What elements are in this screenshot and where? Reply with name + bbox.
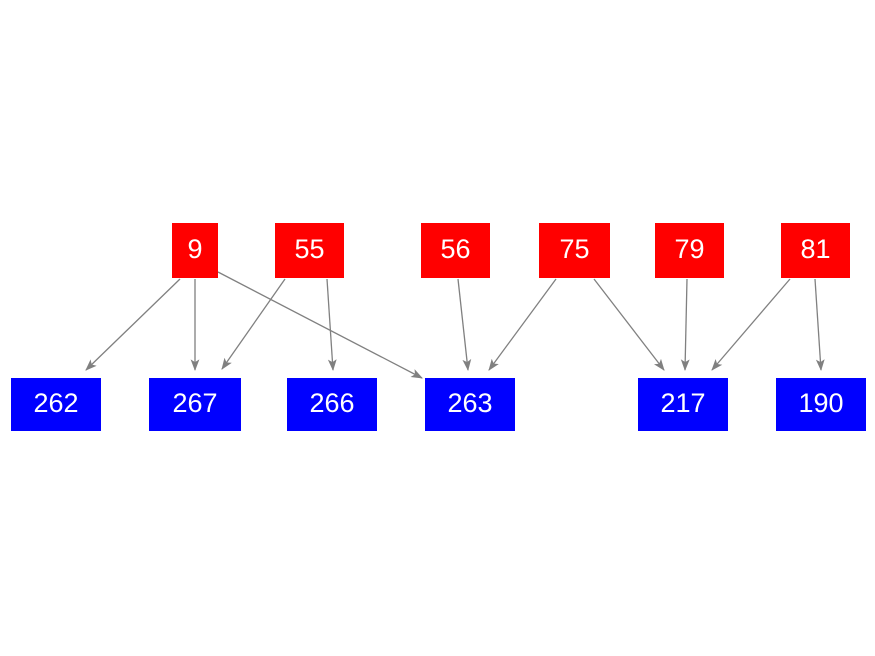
edge-75-to-217 xyxy=(593,278,665,371)
source-node-81[interactable]: 81 xyxy=(781,223,850,278)
edge-group xyxy=(85,271,825,379)
node-label: 267 xyxy=(172,388,218,418)
target-node-266[interactable]: 266 xyxy=(287,378,377,431)
source-node-9[interactable]: 9 xyxy=(172,223,218,278)
target-node-263[interactable]: 263 xyxy=(425,378,515,431)
edge-9-to-263 xyxy=(217,271,423,379)
edge-79-to-217 xyxy=(680,278,690,372)
source-node-55[interactable]: 55 xyxy=(275,223,344,278)
target-node-190[interactable]: 190 xyxy=(776,378,866,431)
edge-81-to-217 xyxy=(711,278,791,371)
target-node-267[interactable]: 267 xyxy=(149,378,241,431)
node-label: 263 xyxy=(447,388,493,418)
node-label: 56 xyxy=(440,234,471,264)
edge-81-to-190 xyxy=(814,278,825,372)
source-node-79[interactable]: 79 xyxy=(655,223,724,278)
source-node-56[interactable]: 56 xyxy=(421,223,490,278)
node-label: 81 xyxy=(800,234,831,264)
edge-9-to-262 xyxy=(85,278,181,371)
edge-56-to-263 xyxy=(457,278,472,372)
node-label: 262 xyxy=(33,388,79,418)
edge-75-to-263 xyxy=(488,278,557,371)
target-node-217[interactable]: 217 xyxy=(638,378,728,431)
node-label: 190 xyxy=(798,388,844,418)
node-label: 55 xyxy=(294,234,325,264)
node-label: 75 xyxy=(559,234,590,264)
node-label: 79 xyxy=(674,234,705,264)
target-node-262[interactable]: 262 xyxy=(11,378,101,431)
edge-55-to-267 xyxy=(221,278,286,370)
edge-55-to-266 xyxy=(326,278,337,372)
node-label: 9 xyxy=(187,234,203,264)
source-node-75[interactable]: 75 xyxy=(539,223,610,278)
node-label: 217 xyxy=(660,388,706,418)
node-label: 266 xyxy=(309,388,355,418)
